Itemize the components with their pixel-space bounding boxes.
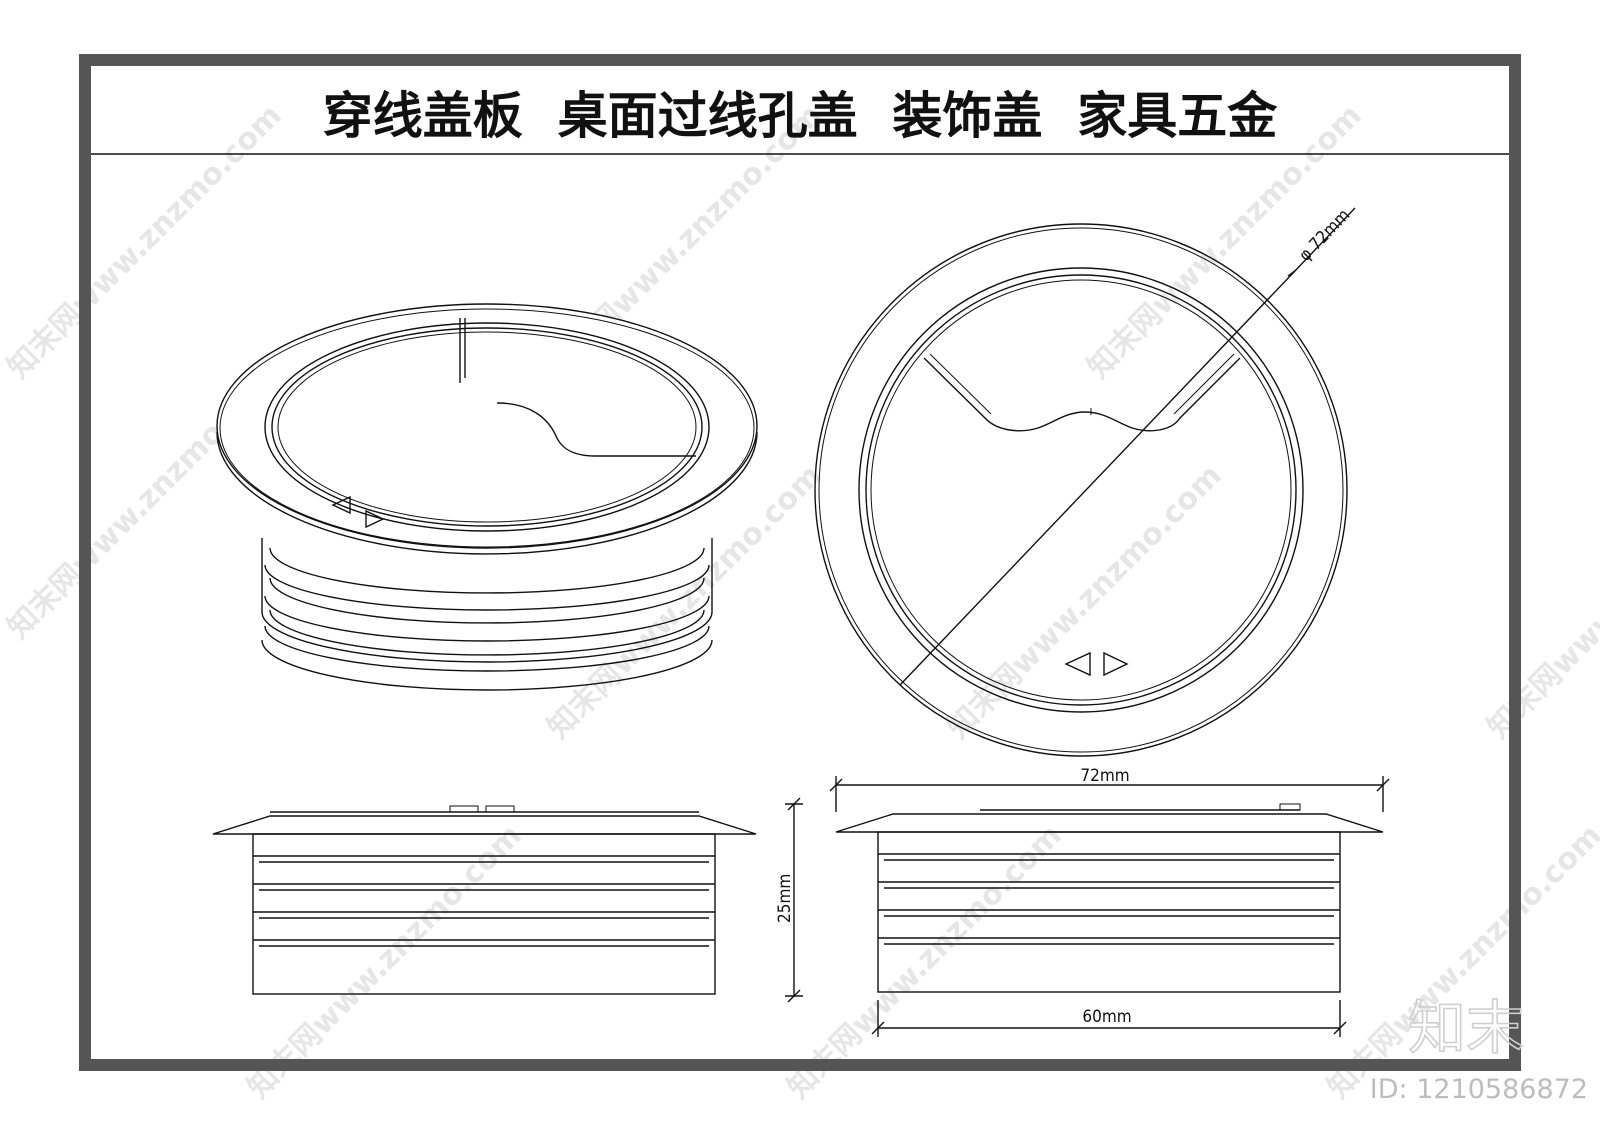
top-view: φ 72mm: [814, 205, 1356, 757]
isometric-view: [216, 303, 758, 691]
side-view-left: 25mm: [212, 797, 803, 1003]
bottom-width-dimension-label: 60mm: [1082, 1007, 1131, 1027]
watermark-id-label: ID: 1210586872: [1370, 1074, 1588, 1105]
top-width-dimension-label: 72mm: [1080, 766, 1129, 786]
watermark-text: 知末网www.znzmo.com: [1, 98, 289, 386]
watermark-text: 知末网www.znzmo.com: [1481, 458, 1600, 746]
watermark-layer: 知末网www.znzmo.com 知末网www.znzmo.com 知末网www…: [1, 98, 1600, 1106]
watermark-logo: 知末: [1408, 994, 1524, 1062]
diameter-dimension-label: φ 72mm: [1295, 205, 1354, 265]
direction-arrows-icon: [331, 495, 385, 529]
side-view-right: 72mm 60mm: [829, 766, 1390, 1037]
watermark-text: 知末网www.znzmo.com: [941, 458, 1229, 746]
height-dimension-label: 25mm: [775, 874, 795, 923]
sheet-frame: [79, 54, 1521, 1071]
direction-arrows-icon: [1064, 651, 1129, 677]
drawing-title: 穿线盖板 桌面过线孔盖 装饰盖 家具五金: [323, 87, 1278, 145]
